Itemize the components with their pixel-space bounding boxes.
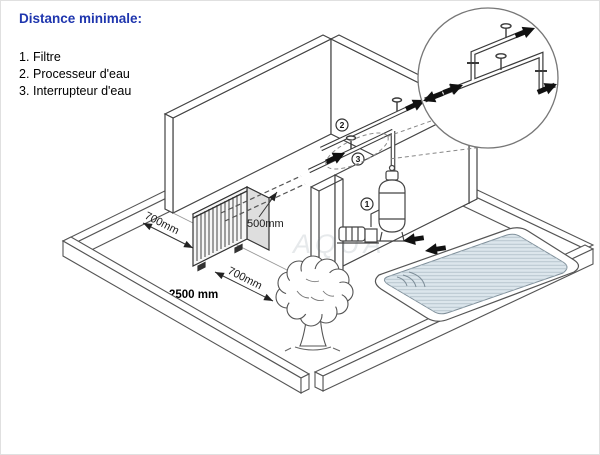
yard-back-walls xyxy=(61,183,595,265)
inset-pipe-branch-core xyxy=(471,29,528,81)
inset-valves xyxy=(495,23,512,70)
house-left-wall-end xyxy=(164,113,174,214)
wall-front-right-cap xyxy=(314,371,324,392)
item-markers: 1 2 3 xyxy=(335,118,374,211)
callout-line-1 xyxy=(382,120,432,139)
legend-list: 1.Filtre 2.Processeur d'eau 3.Interrupte… xyxy=(19,49,131,100)
filter-top-knob xyxy=(388,164,396,172)
tree-grass-left xyxy=(284,347,292,352)
filter-tank xyxy=(378,179,406,233)
wall-front-left-top xyxy=(61,236,311,379)
dim-700-front-line xyxy=(214,271,274,302)
legend-item-2-label: Processeur d'eau xyxy=(33,67,130,81)
inset-detail xyxy=(325,7,560,170)
dim-700-front-label: 700mm xyxy=(226,265,264,292)
dim-2500-label: 2500 mm xyxy=(169,289,218,301)
legend-item-2-num: 2. xyxy=(19,67,30,81)
valve-handwheel-2 xyxy=(391,97,403,103)
wall-front-left-cap xyxy=(300,373,310,394)
tree-foliage-detail xyxy=(296,278,335,302)
inset-handwheel-1 xyxy=(495,53,507,59)
pump-strainer xyxy=(364,228,378,243)
legend-item-3-label: Interrupteur d'eau xyxy=(33,84,132,98)
marker-3-num: 3 xyxy=(356,154,361,164)
dim-700-front-head-a xyxy=(213,268,225,280)
hidden-pipe-dash-2 xyxy=(224,183,306,222)
tree-grass-right xyxy=(332,347,341,352)
marker-1-circle xyxy=(360,197,374,211)
door-lintel-outer xyxy=(310,174,336,188)
house-left-wall xyxy=(172,38,332,214)
pipe-run-lower-core xyxy=(308,129,394,173)
marker-2-num: 2 xyxy=(340,120,345,130)
callout-line-2 xyxy=(388,143,507,160)
legend-item-3-num: 3. xyxy=(19,84,30,98)
pipe-valves xyxy=(345,97,403,149)
filter-assembly xyxy=(337,164,447,257)
filter-leg-left xyxy=(379,231,383,242)
valve-handwheel-1 xyxy=(345,135,357,141)
hidden-pipe-dash-1 xyxy=(220,175,302,214)
legend-item-processeur: 2.Processeur d'eau xyxy=(19,66,131,83)
marker-2-circle xyxy=(335,118,349,132)
wall-front-left-face xyxy=(62,240,302,394)
dim-700-left-line xyxy=(142,222,194,249)
tree xyxy=(275,255,354,352)
legend-item-filtre: 1.Filtre xyxy=(19,49,131,66)
door-lintel-inner xyxy=(318,178,344,192)
page-title: Distance minimale: xyxy=(19,11,143,26)
inset-handwheel-2 xyxy=(500,23,512,29)
marker-3-circle xyxy=(351,152,365,166)
heat-pump-foot-right xyxy=(234,243,243,254)
heat-pump-top-edge xyxy=(192,190,248,219)
pool-steps xyxy=(396,271,426,288)
tree-ground xyxy=(294,346,332,351)
legend-item-interrupteur: 3.Interrupteur d'eau xyxy=(19,83,131,100)
dim-700-front-head-b xyxy=(263,293,275,305)
legend-item-1-num: 1. xyxy=(19,50,30,64)
heat-pump-foot-left xyxy=(197,261,206,272)
legend-item-1-label: Filtre xyxy=(33,50,61,64)
pump-tank-pipe xyxy=(370,209,380,227)
filter-leg-right xyxy=(401,231,405,242)
door-jamb-right xyxy=(334,174,344,275)
filter-top-valve xyxy=(385,170,399,181)
pool xyxy=(374,227,580,322)
marker-1-num: 1 xyxy=(365,199,370,209)
heat-pump-grille xyxy=(196,193,242,261)
pool-water-hatch xyxy=(384,234,567,314)
tree-canopy-fill xyxy=(286,269,342,315)
dim-500-label: 500mm xyxy=(247,218,284,230)
